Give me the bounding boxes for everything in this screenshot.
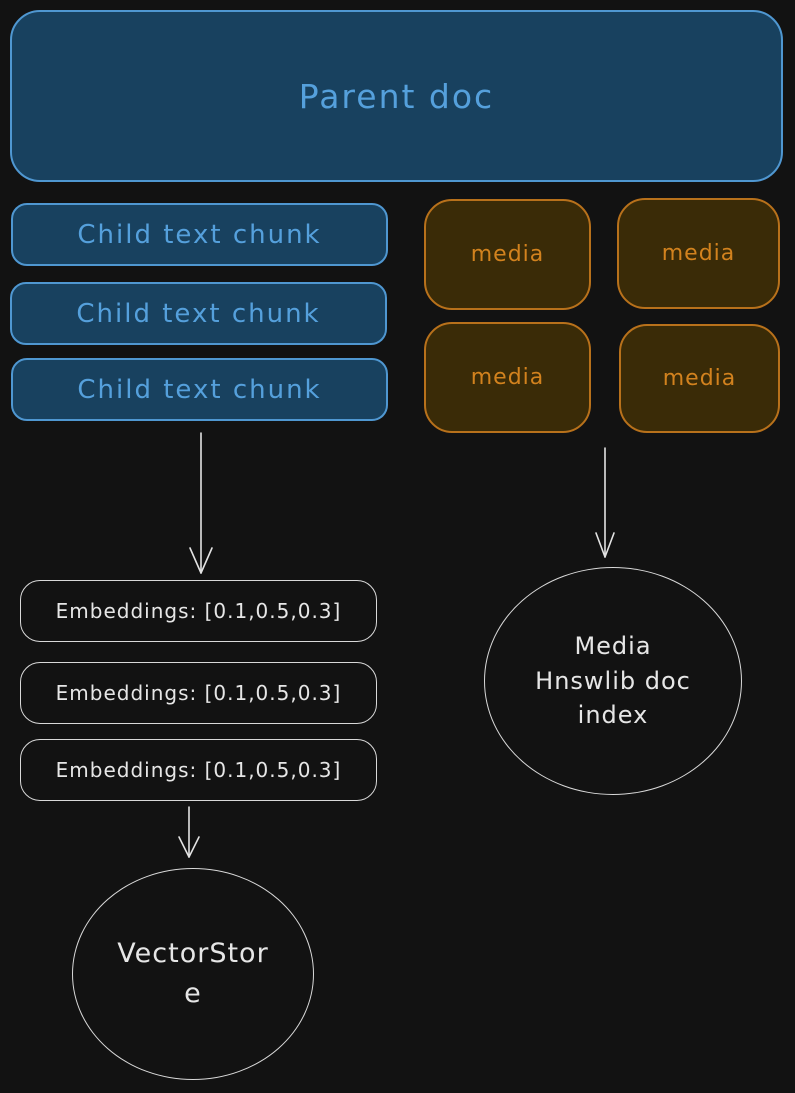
media-label: media [470, 242, 545, 267]
child-text-chunk-node: Child text chunk [11, 358, 388, 421]
embeddings-label: Embeddings: [0.1,0.5,0.3] [55, 758, 342, 782]
media-node: media [424, 199, 591, 310]
child-text-chunk-label: Child text chunk [77, 219, 322, 250]
embeddings-label: Embeddings: [0.1,0.5,0.3] [55, 681, 342, 705]
down-arrow-icon [181, 430, 221, 578]
vectorstore-label: VectorStor e [117, 937, 269, 1010]
parent-doc-label: Parent doc [298, 76, 495, 116]
child-text-chunk-label: Child text chunk [76, 298, 321, 329]
down-arrow-icon [169, 804, 209, 862]
media-label: media [661, 241, 736, 266]
media-node: media [424, 322, 591, 433]
child-text-chunk-node: Child text chunk [11, 203, 388, 266]
embeddings-node: Embeddings: [0.1,0.5,0.3] [20, 580, 377, 642]
embeddings-label: Embeddings: [0.1,0.5,0.3] [55, 599, 342, 623]
media-index-label: Media Hnswlib doc index [535, 631, 691, 730]
media-node: media [617, 198, 780, 309]
media-index-circle: Media Hnswlib doc index [484, 567, 742, 795]
media-node: media [619, 324, 780, 433]
down-arrow-icon [585, 445, 625, 561]
vectorstore-circle: VectorStor e [72, 868, 314, 1080]
media-label: media [662, 366, 737, 391]
parent-doc-node: Parent doc [10, 10, 783, 182]
embeddings-node: Embeddings: [0.1,0.5,0.3] [20, 739, 377, 801]
embeddings-node: Embeddings: [0.1,0.5,0.3] [20, 662, 377, 724]
child-text-chunk-node: Child text chunk [10, 282, 387, 345]
media-label: media [470, 365, 545, 390]
child-text-chunk-label: Child text chunk [77, 374, 322, 405]
